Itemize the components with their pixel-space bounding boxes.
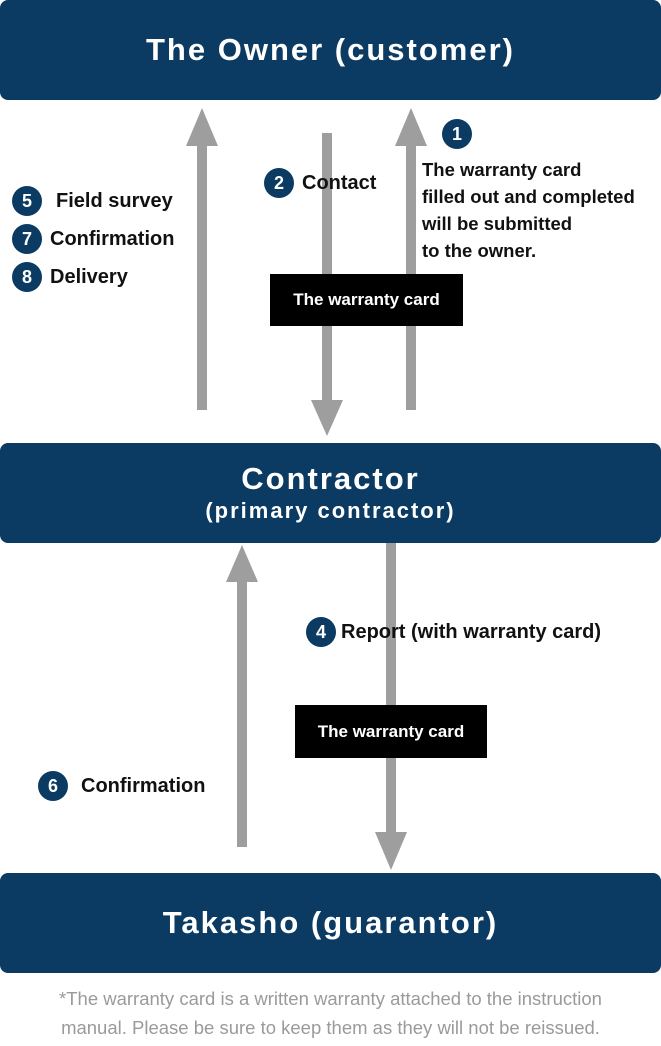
arrow-up-confirmation — [226, 545, 258, 847]
step-1-line-3: will be submitted — [422, 213, 573, 234]
step-2: 2 Contact — [264, 168, 376, 198]
step-7-number: 7 — [12, 224, 42, 254]
step-2-label: Contact — [302, 171, 377, 194]
step-7: 7 Confirmation — [12, 224, 174, 254]
footnote-line-1: *The warranty card is a written warranty… — [59, 988, 602, 1009]
step-6-number: 6 — [38, 771, 68, 801]
footnote-line-2: manual. Please be sure to keep them as t… — [61, 1017, 600, 1038]
step-1: 1 — [442, 119, 472, 149]
warranty-card-bottom: The warranty card — [295, 705, 487, 758]
owner-box: The Owner (customer) — [0, 0, 661, 100]
guarantor-box: Takasho (guarantor) — [0, 873, 661, 973]
step-2-number: 2 — [264, 168, 294, 198]
guarantor-box-title: Takasho (guarantor) — [162, 904, 499, 940]
step-1-number: 1 — [442, 119, 472, 149]
step-6-label: Confirmation — [81, 774, 206, 797]
footnote: *The warranty card is a written warranty… — [0, 984, 661, 1042]
step-4: 4 Report (with warranty card) — [306, 617, 601, 647]
warranty-card-top: The warranty card — [270, 274, 463, 326]
step-8-label: Delivery — [50, 265, 128, 288]
arrow-down-contact — [311, 133, 343, 436]
step-4-number: 4 — [306, 617, 336, 647]
step-1-line-2: filled out and completed — [422, 186, 635, 207]
step-8-number: 8 — [12, 262, 42, 292]
arrow-down-report — [375, 543, 407, 870]
step-8: 8 Delivery — [12, 262, 128, 292]
step-6: 6 Confirmation — [38, 771, 205, 801]
step-1-line-1: The warranty card — [422, 159, 582, 180]
step-5: 5 Field survey — [12, 186, 173, 216]
step-5-label: Field survey — [56, 189, 173, 212]
arrow-up-field-survey — [186, 108, 218, 410]
step-5-number: 5 — [12, 186, 42, 216]
step-7-label: Confirmation — [50, 227, 175, 250]
contractor-box-title: Contractor — [241, 461, 420, 497]
contractor-box: Contractor (primary contractor) — [0, 443, 661, 543]
step-1-text: The warranty card filled out and complet… — [422, 156, 635, 264]
owner-box-title: The Owner (customer) — [146, 31, 515, 67]
contractor-box-subtitle: (primary contractor) — [205, 498, 456, 524]
step-4-label: Report (with warranty card) — [341, 620, 602, 643]
step-1-line-4: to the owner. — [422, 240, 537, 261]
